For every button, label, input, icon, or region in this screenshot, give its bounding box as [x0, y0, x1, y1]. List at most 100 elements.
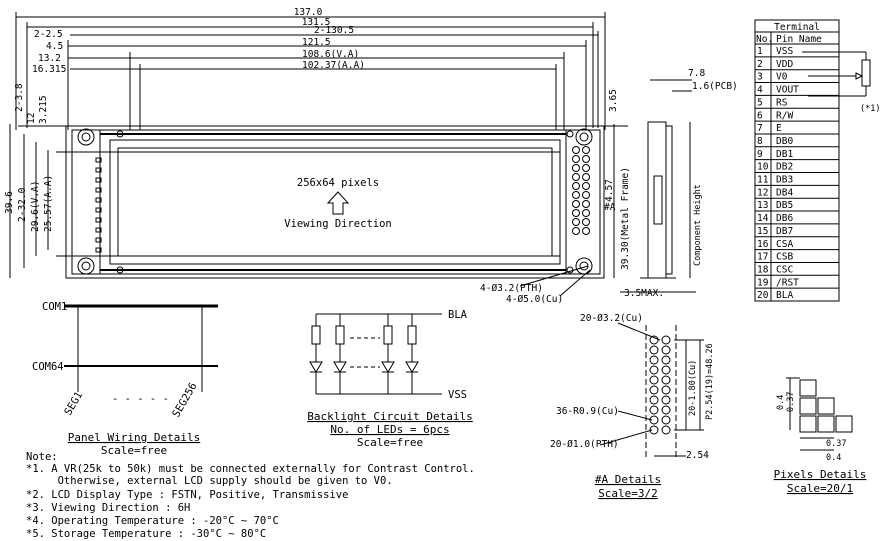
- backlight-led-count: No. of LEDs = 6pcs: [330, 423, 449, 436]
- terminal-row-no: 11: [757, 175, 769, 186]
- note-1-cont: Otherwise, external LCD supply should be…: [26, 475, 393, 487]
- terminal-row-pin: VSS: [776, 46, 793, 57]
- terminal-row-pin: VDD: [776, 59, 793, 70]
- bla-label: BLA: [448, 309, 468, 321]
- terminal-row-no: 20: [757, 290, 769, 301]
- pixel-size-horizontal: 0.37: [826, 439, 846, 449]
- detail-a-pth: 20-Ø1.0(PTH): [550, 439, 619, 450]
- terminal-row-pin: CSC: [776, 264, 793, 275]
- dim-3-65: 3.65: [608, 89, 619, 112]
- terminal-row-pin: VOUT: [776, 85, 799, 96]
- terminal-row-no: 19: [757, 277, 769, 288]
- dim-aa-height: 25.57(A.A): [43, 175, 54, 232]
- seg-dashes: - - - - -: [112, 393, 169, 405]
- terminal-row-pin: DB3: [776, 175, 793, 186]
- terminal-row-no: 6: [757, 110, 763, 121]
- terminal-row-no: 5: [757, 97, 763, 108]
- pixel-pitch-horizontal: 0.4: [826, 453, 841, 463]
- dim-3-5-max: 3.5MAX.: [624, 288, 664, 299]
- terminal-row-no: 8: [757, 136, 763, 147]
- dim-2-2-5: 2-2.5: [34, 29, 63, 40]
- module-front-view: 256x64 pixels Viewing Direction 4-Ø3.2(P…: [56, 125, 605, 305]
- seg256-label: SEG256: [170, 381, 199, 420]
- dim-2-130-5: 2-130.5: [314, 25, 354, 36]
- terminal-title: Terminal: [774, 22, 820, 33]
- terminal-row-pin: DB4: [776, 187, 793, 198]
- contrast-vr: [802, 51, 871, 97]
- terminal-row-pin: DB0: [776, 136, 793, 147]
- terminal-header-no: No.: [756, 34, 773, 45]
- pixels-detail: 0.4 0.37 0.37 0.4 Pixels Details Scale=2…: [774, 377, 867, 495]
- dim-metal-frame: 39.30(Metal Frame): [620, 167, 631, 270]
- component-height-label: Component Height: [693, 184, 703, 266]
- detail-a-pads: [649, 335, 671, 435]
- terminal-row-pin: DB5: [776, 200, 793, 211]
- terminal-row-no: 17: [757, 252, 768, 263]
- terminal-row-pin: /RST: [776, 277, 799, 288]
- pixel-pitch-vertical: 0.4: [776, 395, 786, 410]
- terminal-row-pin: R/W: [776, 110, 793, 121]
- left-pad-column: [95, 157, 102, 253]
- dim-side-thickness: 7.8: [688, 68, 705, 79]
- backlight-title: Backlight Circuit Details: [307, 410, 473, 423]
- terminal-row-pin: DB6: [776, 213, 793, 224]
- detail-a-marker: #A: [604, 202, 616, 213]
- terminal-row-no: 14: [757, 213, 769, 224]
- dim-overall-width: 137.0: [294, 7, 323, 18]
- terminal-row-pin: CSB: [776, 252, 793, 263]
- terminal-row-no: 9: [757, 149, 763, 160]
- module-side-view: 7.8 1.6(PCB) Component Height 3.5MAX.: [620, 68, 738, 299]
- terminal-row-pin: DB1: [776, 149, 793, 160]
- terminal-row-pin: V0: [776, 72, 788, 83]
- notes: Note: *1. A VR(25k to 50k) must be conne…: [26, 451, 475, 540]
- terminal-row-pin: RS: [776, 97, 788, 108]
- active-area: [117, 147, 553, 257]
- panel-wiring-title: Panel Wiring Details: [68, 431, 200, 444]
- mounting-hole-bl: [77, 257, 95, 275]
- backlight-circuit: BLA VSS Backlight Circuit Details No. of…: [307, 309, 473, 449]
- dim-va-height: 29.6(V.A): [30, 181, 41, 232]
- mounting-hole-tr: [575, 128, 593, 146]
- dim-hole-pitch: 131.5: [302, 17, 331, 28]
- notes-heading: Note:: [26, 451, 58, 463]
- led-branch-2: [333, 314, 347, 394]
- com1-label: COM1: [42, 301, 67, 313]
- dim-16-315: 16.315: [32, 64, 66, 75]
- note-2: *2. LCD Display Type : FSTN, Positive, T…: [26, 489, 348, 501]
- pcb-outline: [65, 125, 605, 279]
- dim-4-5: 4.5: [46, 41, 63, 52]
- terminal-row-pin: CSA: [776, 239, 793, 250]
- backlight-scale: Scale=free: [357, 436, 423, 449]
- connector-pins: [572, 146, 590, 235]
- detail-a-title: #A Details: [595, 473, 661, 486]
- detail-a-pitch: 2.54: [686, 450, 709, 461]
- viewing-direction-label: Viewing Direction: [284, 218, 391, 230]
- panel-wiring: COM1 COM64 SEG1 SEG256 - - - - - Panel W…: [32, 301, 218, 457]
- terminal-row-no: 12: [757, 187, 768, 198]
- dim-12: 12: [26, 113, 37, 124]
- viewing-area: [109, 139, 561, 265]
- terminal-row-pin: DB7: [776, 226, 793, 237]
- seg1-label: SEG1: [62, 390, 85, 418]
- right-dimensions: 3.65 4.57 39.30(Metal Frame) #A: [596, 89, 631, 278]
- hole-cu-label: 4-Ø5.0(Cu): [506, 294, 563, 305]
- dim-pcb-thickness: 1.6(PCB): [692, 81, 738, 92]
- dim-121-5: 121.5: [302, 37, 331, 48]
- dim-aa-width: 102.37(A.A): [302, 60, 365, 71]
- dim-overall-height: 39.6: [4, 191, 15, 214]
- terminal-row-no: 4: [757, 85, 763, 96]
- pixel-size-vertical: 0.37: [786, 392, 796, 412]
- pixels-title: Pixels Details: [774, 468, 867, 481]
- detail-a-radius: 36-R0.9(Cu): [556, 406, 619, 417]
- led-branch-5: [381, 314, 395, 394]
- dim-va-width: 108.6(V.A): [302, 49, 359, 60]
- terminal-row-no: 15: [757, 226, 768, 237]
- terminal-row-no: 18: [757, 264, 769, 275]
- terminal-row-pin: BLA: [776, 290, 793, 301]
- vss-label: VSS: [448, 389, 467, 401]
- led-branch-6: [405, 314, 419, 394]
- left-dimensions: 2-3.8 12 3.215 39.6 2-32.0 29.6(V.A) 25.…: [4, 83, 74, 278]
- terminal-row-no: 10: [757, 162, 769, 173]
- top-dimensions: 137.0 131.5 2-2.5 2-130.5 4.5 121.5 13.2…: [15, 7, 606, 130]
